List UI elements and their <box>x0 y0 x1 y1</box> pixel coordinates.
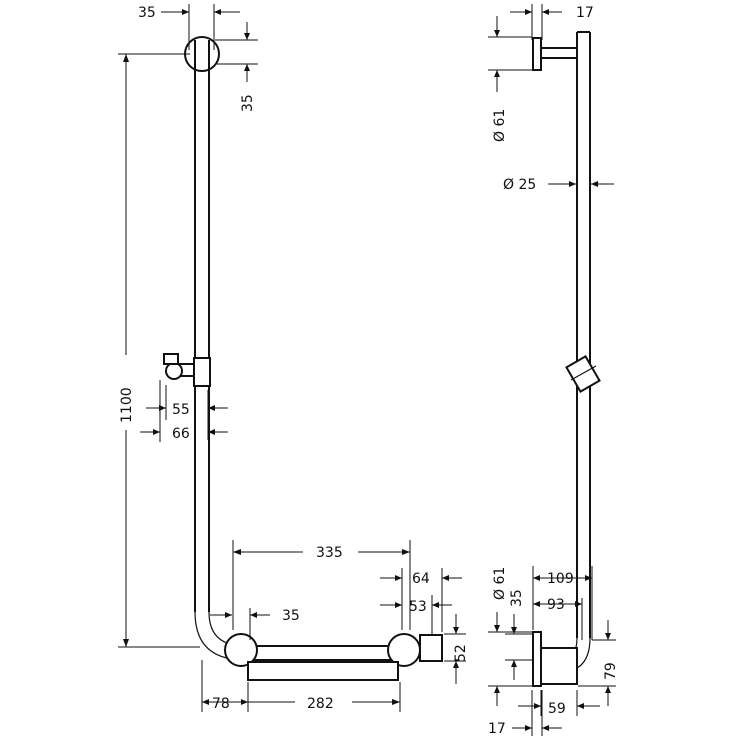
front-dimensions <box>118 4 466 712</box>
dim-side-top-width: 17 <box>576 5 594 21</box>
vertical-bar <box>194 40 210 612</box>
dimension-labels: 35 35 1100 55 66 335 35 282 78 64 53 52 … <box>119 5 619 736</box>
dim-side-bottom-flange: 17 <box>488 721 506 736</box>
side-shelf <box>540 647 578 685</box>
dim-holder-depth: 66 <box>172 426 190 442</box>
side-view <box>532 31 601 687</box>
horizontal-bar <box>245 645 410 661</box>
dim-flange-diameter-bottom: Ø 61 <box>492 567 508 600</box>
corner-wall-flange <box>224 633 258 667</box>
dim-base-length: 282 <box>307 696 334 712</box>
dim-side-bottom-offset: 35 <box>509 589 525 607</box>
side-top-arm <box>540 47 578 59</box>
side-holder <box>565 355 601 393</box>
dim-top-offset: 35 <box>240 94 256 112</box>
shower-holder <box>163 353 211 387</box>
dim-side-depth: 109 <box>547 571 574 587</box>
side-top-flange <box>532 37 542 71</box>
side-bar <box>576 31 591 638</box>
dim-side-bottom-height: 79 <box>603 662 619 680</box>
dim-right-inner: 53 <box>409 599 427 615</box>
dim-overall-height: 1100 <box>119 387 135 423</box>
side-bottom-flange <box>532 631 542 687</box>
dim-right-depth: 64 <box>412 571 430 587</box>
dim-base-left: 78 <box>212 696 230 712</box>
dim-corner-offset: 35 <box>282 608 300 624</box>
end-cap <box>419 634 443 662</box>
dim-holder-offset: 55 <box>172 402 190 418</box>
dim-top-width: 35 <box>138 5 156 21</box>
dim-flange-diameter-top: Ø 61 <box>492 109 508 142</box>
dim-side-inner-depth: 93 <box>547 597 565 613</box>
dim-horizontal-length: 335 <box>316 545 343 561</box>
front-view <box>163 36 443 681</box>
dim-side-bottom-width: 59 <box>548 701 566 717</box>
dim-bar-diameter: Ø 25 <box>503 177 536 193</box>
side-dimensions <box>488 4 616 736</box>
dim-right-height: 52 <box>453 644 469 662</box>
shelf <box>247 661 399 681</box>
